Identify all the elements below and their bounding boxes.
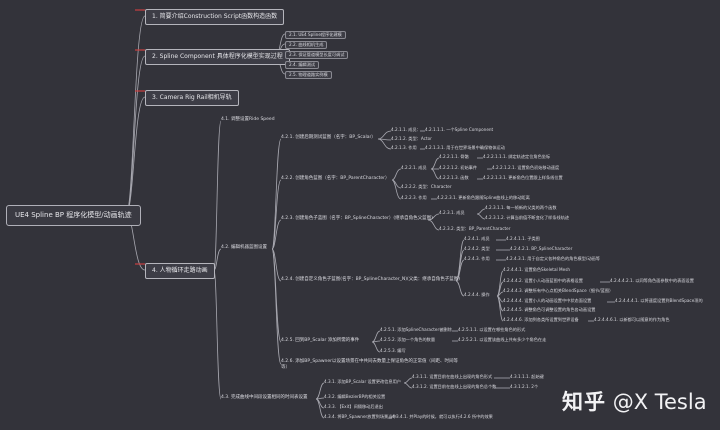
node-4-2-1-3[interactable]: 4.2.1.3. 作用 (391, 145, 417, 150)
node-4-2-4-4-3[interactable]: 4.2.4.4.3. 调整所有中心点相关BlendSpace（细节/蓝图） (503, 288, 614, 293)
node-4-2-2-1-3[interactable]: 4.2.2.1.3. 函数 (439, 175, 469, 180)
node-4-2-1[interactable]: 4.2.1. 创建后期测试蓝图（名字：BP_Scalar） (281, 135, 376, 140)
node-4-2-4[interactable]: 4.2.4. 创建自定义角色子蓝图(名字：BP_SplineCharacter_… (281, 277, 461, 282)
node-4-2-2-1-2-1[interactable]: 4.2.2.1.2.1. 设置角色初始移动速度 (492, 165, 560, 170)
node-4-2-4-4-2-1[interactable]: 4.2.4.4.2.1. 以同等角色面参数中的表面设置 (610, 278, 694, 283)
branch-4-node[interactable]: 4. 人物循环走路动画 (145, 263, 215, 279)
node-4-2-2-3[interactable]: 4.2.2.3. 作用 (401, 195, 427, 200)
node-4-2-4-4-6-1[interactable]: 4.2.4.4.6.1. 以新都可以随意的作为角色 (594, 317, 670, 322)
node-4-3-4[interactable]: 4.3.4. 将BP_Spawner放置到场景当中 (324, 414, 397, 419)
node-4-3-3[interactable]: 4.3.3. 【Exit】间隔移动后退出 (324, 404, 383, 409)
b2-child-4[interactable]: 2.4. 编辑测试 (285, 61, 320, 70)
node-4-2-3-1-2[interactable]: 4.2.3.1.2. 计算当前值不断变化了样条线轨迹 (485, 215, 570, 220)
node-4-2-3-2[interactable]: 4.2.3.2. 类型：BP_ParentCharacter (439, 226, 511, 231)
node-4-2[interactable]: 4.2. 编辑机器蓝图设置 (221, 245, 268, 250)
node-4-2-4-2[interactable]: 4.2.4.2. 类型 (464, 246, 490, 251)
node-4-3[interactable]: 4.3. 完成曲线中间段设置相同的时间表设置 (221, 395, 308, 400)
b2-child-2[interactable]: 2.2. 曲线相机生成 (285, 41, 328, 50)
node-4-2-5-1-1[interactable]: 4.2.5.1.1. 以设置在哪些角色的形式 (458, 327, 526, 332)
node-4-2-4-1[interactable]: 4.2.4.1. 成员 (464, 236, 490, 241)
node-4-3-1[interactable]: 4.3.1. 添加BP_Scalar 设置更改信息用户 (324, 379, 401, 384)
branch-2-node[interactable]: 2. Spline Component 具体程序化模型实现过程 (145, 49, 290, 65)
node-4-2-6[interactable]: 4.2.6. 添加BP_Spawner以设置场景在中共同去数量上保证角色的正常值… (281, 359, 458, 371)
watermark-author: @X Tesla (612, 390, 707, 414)
node-4-2-5[interactable]: 4.2.5. 回到BP_Scalar 添加所需的事件 (281, 338, 360, 343)
node-4-2-5-2-1[interactable]: 4.2.5.2.1. 以设置该曲线上共有多少个角色在走 (458, 337, 547, 342)
node-4-2-1-2[interactable]: 4.2.1.2. 类型：Actor (391, 136, 432, 141)
zhihu-logo: 知乎 (562, 390, 606, 414)
branch-3-node[interactable]: 3. Camera Rig Rail相机导轨 (145, 90, 239, 106)
node-4-2-5-2[interactable]: 4.2.5.2. 添加一个角色的数量 (380, 337, 436, 342)
node-4-2-1-3-1[interactable]: 4.2.1.3.1. 用于在世界场景中确保物体运动 (425, 145, 505, 150)
node-4-3-1-1-1[interactable]: 4.3.1.1.1. 起始键 (510, 374, 544, 379)
node-4-2-3-1[interactable]: 4.2.3.1. 成员 (439, 210, 465, 215)
node-4-3-1-2-1[interactable]: 4.3.1.2.1. 2个 (510, 384, 539, 389)
node-4-2-2-2[interactable]: 4.2.2.2. 类型：Character (401, 184, 452, 189)
node-4-2-4-1-1[interactable]: 4.2.4.1.1. 子类图 (506, 236, 540, 241)
node-4-2-4-4-2[interactable]: 4.2.4.4.2. 设置小人动画蓝图中的表格设置 (503, 278, 583, 283)
node-4-2-2-1-3-1[interactable]: 4.2.2.1.3.1. 更新角色位置跟上样条线位置 (483, 175, 563, 180)
root-node[interactable]: UE4 Spline BP 程序化模型/动画轨迹 (6, 205, 141, 226)
branch-1-node[interactable]: 1. 简要介绍Construction Script函数构造函数 (145, 9, 285, 25)
b2-child-3[interactable]: 2.3. 保证管道模型长度可调试 (285, 51, 349, 60)
node-4-2-3-1-1[interactable]: 4.2.3.1.1. 每一帧新的父类的两个函数 (485, 205, 557, 210)
node-4-1[interactable]: 4.1. 调整设置Ride Speed (221, 117, 275, 122)
node-4-2-5-3[interactable]: 4.2.5.3. 编写 (380, 348, 406, 353)
node-4-2-3[interactable]: 4.2.3. 创建角色子蓝图（名字：BP_SplineCharacter）(继承… (281, 216, 433, 221)
b2-child-1[interactable]: 2.1. UE4 Spline程序化建模 (285, 31, 346, 40)
node-4-2-5-1[interactable]: 4.2.5.1. 添加SplineCharacter被删除 (380, 327, 452, 332)
node-4-3-4-1[interactable]: 4.3.4.1. 并Play的时候，就可以执行4.2.6 所中的效果 (392, 414, 493, 419)
watermark: 知乎 @X Tesla (562, 386, 707, 416)
node-4-2-4-4-4-1[interactable]: 4.2.4.4.4.1. 以将速度设置到BlendSpace项的 (615, 298, 703, 303)
node-4-2-4-4[interactable]: 4.2.4.4. 操作 (464, 292, 490, 297)
node-4-2-2-1-1-1[interactable]: 4.2.2.1.1.1. 绑定轨迹定位角色坐标 (483, 154, 551, 159)
node-4-3-1-1[interactable]: 4.3.1.1. 设置目前在曲线上出现的角色形式 (412, 374, 493, 379)
node-4-2-2-1-2[interactable]: 4.2.2.1.2. 初始事件 (439, 165, 478, 170)
node-4-2-2-3-1[interactable]: 4.2.2.3.1. 更新角色跟随Spline曲线上的移动距离 (437, 195, 530, 200)
b2-child-5[interactable]: 2.5. 物理道路实例模 (285, 71, 332, 80)
node-4-2-4-3-1[interactable]: 4.2.4.3.1. 用于自定义各种角色的角色模型/动画等 (506, 256, 600, 261)
node-4-2-2-1[interactable]: 4.2.2.1. 成员 (401, 165, 427, 170)
node-4-3-1-2[interactable]: 4.3.1.2. 设置目前在曲线上出现的角色总个数 (412, 384, 497, 389)
node-4-2-4-4-6[interactable]: 4.2.4.4.6. 添加到各类所设置到世界设备 (503, 317, 579, 322)
node-4-2-2[interactable]: 4.2.2. 创建角色蓝图（名字：BP_ParentCharacter） (281, 176, 390, 181)
node-4-2-4-3[interactable]: 4.2.4.3. 作用 (464, 256, 490, 261)
node-4-2-4-2-1[interactable]: 4.2.4.2.1. BP_SplineCharacter (510, 246, 573, 251)
node-4-2-4-4-1[interactable]: 4.2.4.4.1. 设置角色Skeletal Mesh (503, 267, 571, 272)
node-4-2-4-4-5[interactable]: 4.2.4.4.5. 调整角色可调整设置的角色各动画设置 (503, 307, 596, 312)
node-4-2-1-1[interactable]: 4.2.1.1. 成员： (391, 127, 421, 132)
node-4-2-1-1-1[interactable]: 4.2.1.1.1. 一个Spline Component (425, 127, 494, 132)
node-4-3-2[interactable]: 4.3.2. 编辑BezierBP的相关设置 (324, 394, 386, 399)
node-4-2-4-4-4[interactable]: 4.2.4.4.4. 设置小人的动画设置中中状态面设置 (503, 298, 592, 303)
node-4-2-2-1-1[interactable]: 4.2.2.1.1. 骨骼 (439, 154, 469, 159)
